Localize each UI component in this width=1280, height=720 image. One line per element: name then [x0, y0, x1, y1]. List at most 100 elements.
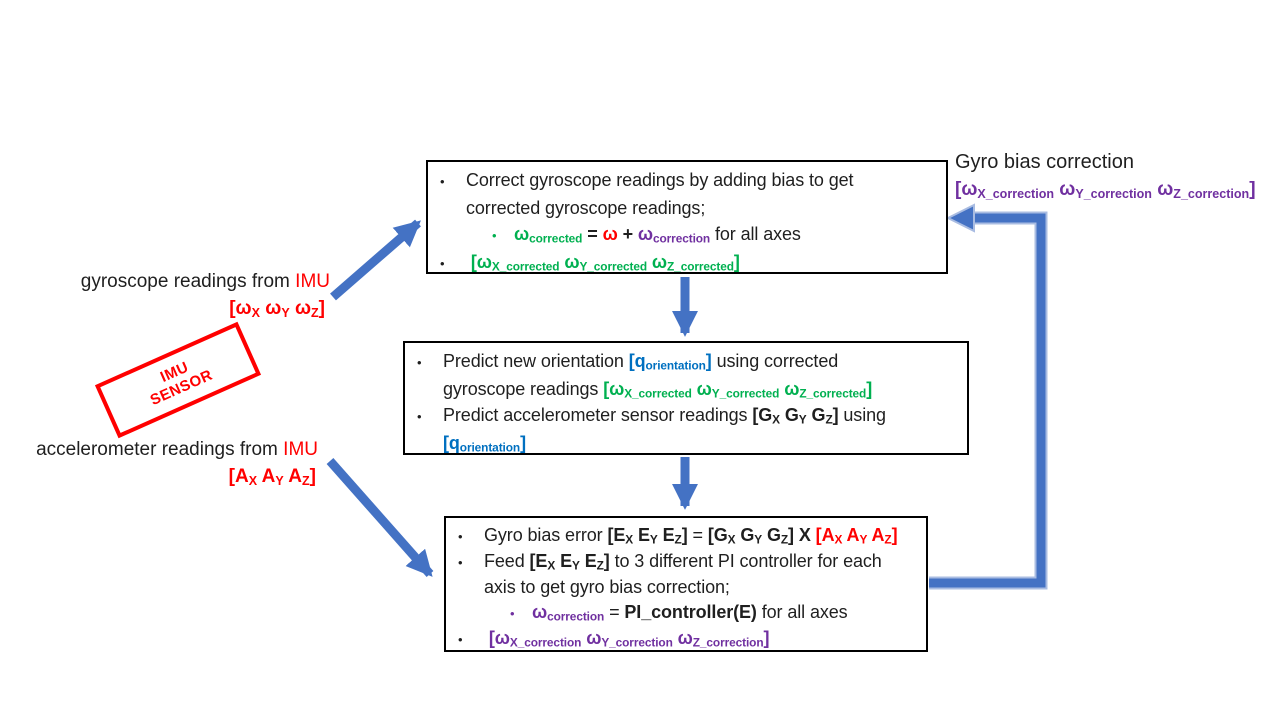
text-segment: Z — [311, 305, 319, 320]
bullet-line: •Correct gyroscope readings by adding bi… — [440, 167, 938, 195]
text-segment: Z — [674, 532, 682, 547]
bullet-line: corrected gyroscope readings; — [440, 195, 938, 221]
text-segment: Y — [281, 305, 290, 320]
arrow-gyro-readings-to-correct-box — [330, 219, 421, 301]
text-segment: A — [842, 525, 860, 545]
bullet-marker: • — [440, 256, 445, 271]
text-segment: to 3 different PI controller for each — [609, 551, 882, 571]
bullet-line: gyroscope readings [ωX_corrected ωY_corr… — [417, 376, 959, 402]
text-segment: X — [727, 532, 736, 547]
text-segment: [E — [607, 525, 626, 545]
text-segment: Y — [754, 532, 763, 547]
text-segment: X — [793, 525, 816, 545]
bullet-line: •Gyro bias error [EX EY EZ] = [GX GY GZ]… — [458, 523, 918, 549]
text-segment: for all axes — [710, 224, 801, 244]
text-segment: ] — [603, 551, 610, 571]
text-segment: ω — [1151, 179, 1174, 200]
text-segment: X_corrected — [491, 259, 560, 274]
feedback-loop-arrowhead — [945, 203, 975, 233]
text-segment: Z — [780, 532, 789, 547]
text-segment: using — [838, 405, 886, 425]
label-accelerometer-vector: [AX AY AZ] — [18, 463, 318, 490]
text-segment: ] — [866, 379, 873, 399]
bullet-line: •Feed [EX EY EZ] to 3 different PI contr… — [458, 549, 918, 575]
label-gyroscope-readings-text: gyroscope readings from IMU — [40, 268, 330, 295]
line-text: corrected gyroscope readings; — [466, 195, 705, 221]
text-segment: corrected gyroscope readings; — [466, 198, 706, 218]
text-segment: Y — [649, 532, 658, 547]
text-segment: E — [555, 551, 572, 571]
process-box-predict-orientation: • Predict new orientation [qorientation] … — [403, 341, 969, 455]
text-segment: correction — [547, 609, 605, 624]
bullet-line: [qorientation] — [417, 430, 959, 456]
process-box-correct-gyroscope: •Correct gyroscope readings by adding bi… — [426, 160, 948, 274]
text-segment: ω — [259, 298, 282, 319]
line-text: [qorientation] — [443, 430, 526, 456]
imu-sensor-stamp: IMU SENSOR — [94, 321, 262, 439]
text-segment: A — [283, 466, 303, 487]
text-segment: ] — [318, 298, 325, 319]
text-segment: Z — [596, 558, 604, 573]
bullet-marker: • — [458, 555, 463, 570]
text-segment: ] — [763, 628, 770, 648]
text-segment: X_correction — [509, 635, 582, 650]
text-segment: [A — [815, 525, 835, 545]
text-segment: Y — [859, 532, 868, 547]
text-segment: [G — [707, 525, 728, 545]
text-segment: ω — [602, 224, 618, 244]
text-segment: [ω — [466, 252, 492, 272]
text-segment: using corrected — [711, 351, 839, 371]
text-segment: Z — [302, 473, 310, 488]
line-text: ωcorrection = PI_controller(E) for all a… — [532, 600, 848, 625]
text-segment: orientation — [645, 358, 706, 373]
text-segment: IMU — [283, 439, 318, 460]
text-segment: A — [257, 466, 276, 487]
text-segment: Predict accelerometer sensor readings — [443, 405, 753, 425]
text-segment: Z_corrected — [799, 386, 867, 401]
text-segment: Y_correction — [601, 635, 673, 650]
text-segment: Z — [825, 412, 833, 427]
text-segment: ω — [672, 628, 693, 648]
text-segment: G — [806, 405, 826, 425]
text-segment: orientation — [459, 440, 521, 455]
line-text: Gyro bias error [EX EY EZ] = [GX GY GZ] … — [484, 523, 898, 548]
text-segment: Z_correction — [692, 635, 764, 650]
label-accelerometer-readings: accelerometer readings from IMU [AX AY A… — [18, 436, 318, 490]
text-segment: gyroscope readings — [443, 379, 604, 399]
text-segment: [G — [752, 405, 773, 425]
text-segment: G — [735, 525, 755, 545]
label-gyro-bias-correction-text: Gyro bias correction — [955, 149, 1275, 176]
bullet-marker: • — [440, 174, 445, 189]
line-text: Feed [EX EY EZ] to 3 different PI contro… — [484, 549, 882, 574]
label-accelerometer-readings-text: accelerometer readings from IMU — [18, 436, 318, 463]
text-segment: Y — [571, 558, 580, 573]
text-segment: Y_correction — [1075, 186, 1152, 201]
bullet-marker: • — [510, 606, 515, 621]
text-segment: + — [617, 224, 638, 244]
line-text: [ωX_correction ωY_correction ωZ_correcti… — [484, 626, 770, 651]
text-segment: ] — [832, 405, 839, 425]
text-segment: ω — [559, 252, 580, 272]
text-segment: [E — [529, 551, 548, 571]
text-segment: Y_corrected — [711, 386, 780, 401]
line-text: Predict new orientation [qorientation] u… — [443, 348, 838, 374]
bullet-line: axis to get gyro bias correction; — [458, 575, 918, 600]
text-segment: A — [867, 525, 885, 545]
imu-sensor-stamp-text: IMU SENSOR — [141, 351, 216, 409]
text-segment: Z_correction — [1173, 186, 1250, 201]
text-segment: ] — [788, 525, 794, 545]
text-segment: ω — [532, 602, 548, 622]
text-segment: for all axes — [756, 602, 848, 622]
text-segment: E — [633, 525, 650, 545]
text-segment: X — [248, 473, 258, 488]
label-gyro-bias-correction: Gyro bias correction [ωX_correction ωY_c… — [955, 149, 1275, 203]
line-text: [ωX_corrected ωY_corrected ωZ_corrected] — [466, 249, 740, 275]
text-segment: = — [604, 602, 625, 622]
text-segment: G — [762, 525, 781, 545]
text-segment: ω — [637, 224, 653, 244]
bullet-line: • [ωX_corrected ωY_corrected ωZ_correcte… — [440, 249, 938, 277]
bullet-marker: • — [417, 355, 422, 370]
text-segment: = — [582, 224, 603, 244]
text-segment: Gyro bias correction — [955, 151, 1134, 173]
text-segment: IMU — [295, 271, 330, 292]
